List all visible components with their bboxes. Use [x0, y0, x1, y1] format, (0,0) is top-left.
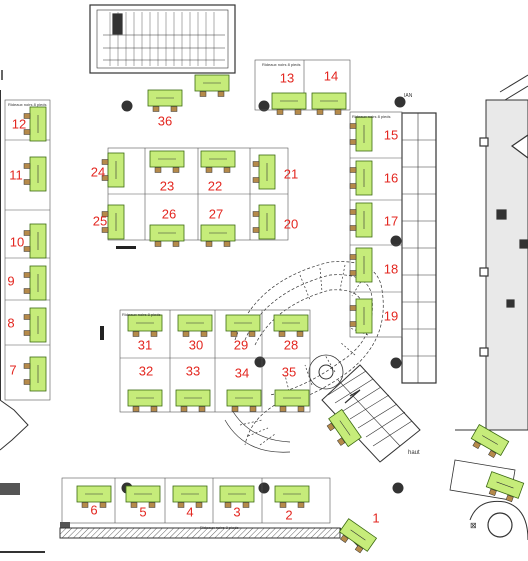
booth-15-number: 15	[383, 127, 399, 143]
booth-24-table	[101, 152, 125, 188]
table	[194, 74, 230, 97]
booth-7-table	[23, 356, 47, 392]
booth-23-table	[149, 150, 185, 173]
pillar	[258, 100, 270, 112]
booth-12-table	[23, 106, 47, 142]
booth-15-table	[349, 116, 373, 152]
booth-18-table	[349, 247, 373, 283]
booth-10-table	[23, 223, 47, 259]
booth-5-number: 5	[139, 504, 147, 520]
booth-19-number: 19	[383, 308, 399, 324]
booth-18-number: 18	[383, 261, 399, 277]
booth-1-table	[338, 518, 378, 554]
booth-27-number: 27	[208, 206, 224, 222]
booth-12-number: 12	[11, 116, 27, 132]
booth-9-number: 9	[7, 273, 15, 289]
booth-35-table	[274, 389, 310, 412]
booth-32-table	[127, 389, 163, 412]
booth-26-table	[149, 224, 185, 247]
booth-23-number: 23	[159, 178, 175, 194]
tables	[23, 74, 525, 554]
ian-label: IAN	[404, 93, 413, 99]
pillar	[390, 235, 402, 247]
booth-11-table	[23, 156, 47, 192]
booth-10-number: 10	[9, 234, 25, 250]
booth-14-table	[311, 92, 347, 115]
booth-5-table	[125, 485, 161, 508]
booth-34-number: 34	[234, 365, 250, 381]
booth-24-number: 24	[90, 164, 106, 180]
booth-33-table	[175, 389, 211, 412]
booth-2-table	[274, 485, 310, 508]
bottom-wall	[59, 527, 341, 539]
booth-25-number: 25	[92, 213, 108, 229]
pillar	[390, 357, 402, 369]
booth-36-table	[147, 89, 183, 112]
booth-25-table	[101, 204, 125, 240]
haut-label: haut	[408, 450, 420, 456]
booth-3-table	[219, 485, 255, 508]
booth-13-table	[271, 92, 307, 115]
booth-6-table	[76, 485, 112, 508]
partitions	[4, 59, 403, 524]
booth-36-number: 36	[157, 113, 173, 129]
booth-29-table	[225, 314, 261, 337]
booth-33-number: 33	[185, 363, 201, 379]
booth-27-table	[200, 224, 236, 247]
booth-14-number: 14	[323, 68, 339, 84]
booth-4-table	[172, 485, 208, 508]
booth-11-number: 11	[9, 167, 23, 183]
booth-8-number: 8	[7, 315, 15, 331]
pillar	[254, 356, 266, 368]
booth-4-number: 4	[186, 504, 194, 520]
table	[485, 471, 525, 503]
booth-22-table	[200, 150, 236, 173]
pillar	[392, 482, 404, 494]
svg-text:⊠: ⊠	[470, 521, 477, 530]
booth-21-number: 21	[283, 166, 299, 182]
booth-3-number: 3	[233, 504, 241, 520]
pillar	[258, 482, 270, 494]
booth-20-table	[252, 204, 276, 240]
booth-31-number: 31	[137, 337, 153, 353]
booth-32-number: 32	[138, 363, 154, 379]
booth-22-number: 22	[207, 178, 223, 194]
pillar	[121, 100, 133, 112]
booth-31-table	[127, 314, 163, 337]
booth-9-table	[23, 265, 47, 301]
partition-label: Rideaux noirs 8 pieds	[262, 62, 301, 67]
partition-label: Rideaux noirs 8 pieds	[200, 525, 239, 530]
booth-35-number: 35	[281, 364, 297, 380]
booth-1-number: 1	[372, 510, 380, 526]
booth-29-number: 29	[233, 337, 249, 353]
booth-17-number: 17	[383, 213, 399, 229]
booth-2-number: 2	[285, 507, 293, 523]
partition-label: Rideaux noirs 8 pieds	[8, 102, 47, 107]
booth-16-table	[349, 160, 373, 196]
booth-26-number: 26	[161, 206, 177, 222]
table	[470, 424, 510, 459]
booth-16-number: 16	[383, 170, 399, 186]
booth-6-number: 6	[90, 502, 98, 518]
booth-21-table	[252, 154, 276, 190]
partition-label: Rideaux noirs 8 pieds	[352, 114, 391, 119]
top-stairwell	[89, 4, 236, 74]
table	[326, 408, 362, 448]
booth-13-number: 13	[279, 70, 295, 86]
booth-30-number: 30	[188, 337, 204, 353]
booth-7-number: 7	[9, 362, 17, 378]
booth-8-table	[23, 307, 47, 343]
booth-20-number: 20	[283, 216, 299, 232]
booth-28-table	[273, 314, 309, 337]
booth-28-number: 28	[283, 337, 299, 353]
walls: ⊠	[0, 4, 528, 553]
booth-19-table	[349, 298, 373, 334]
partition-label: Rideaux noirs 8 pieds	[122, 312, 161, 317]
pillar	[394, 96, 406, 108]
booth-34-table	[226, 389, 262, 412]
booth-30-table	[177, 314, 213, 337]
booth-17-table	[349, 202, 373, 238]
